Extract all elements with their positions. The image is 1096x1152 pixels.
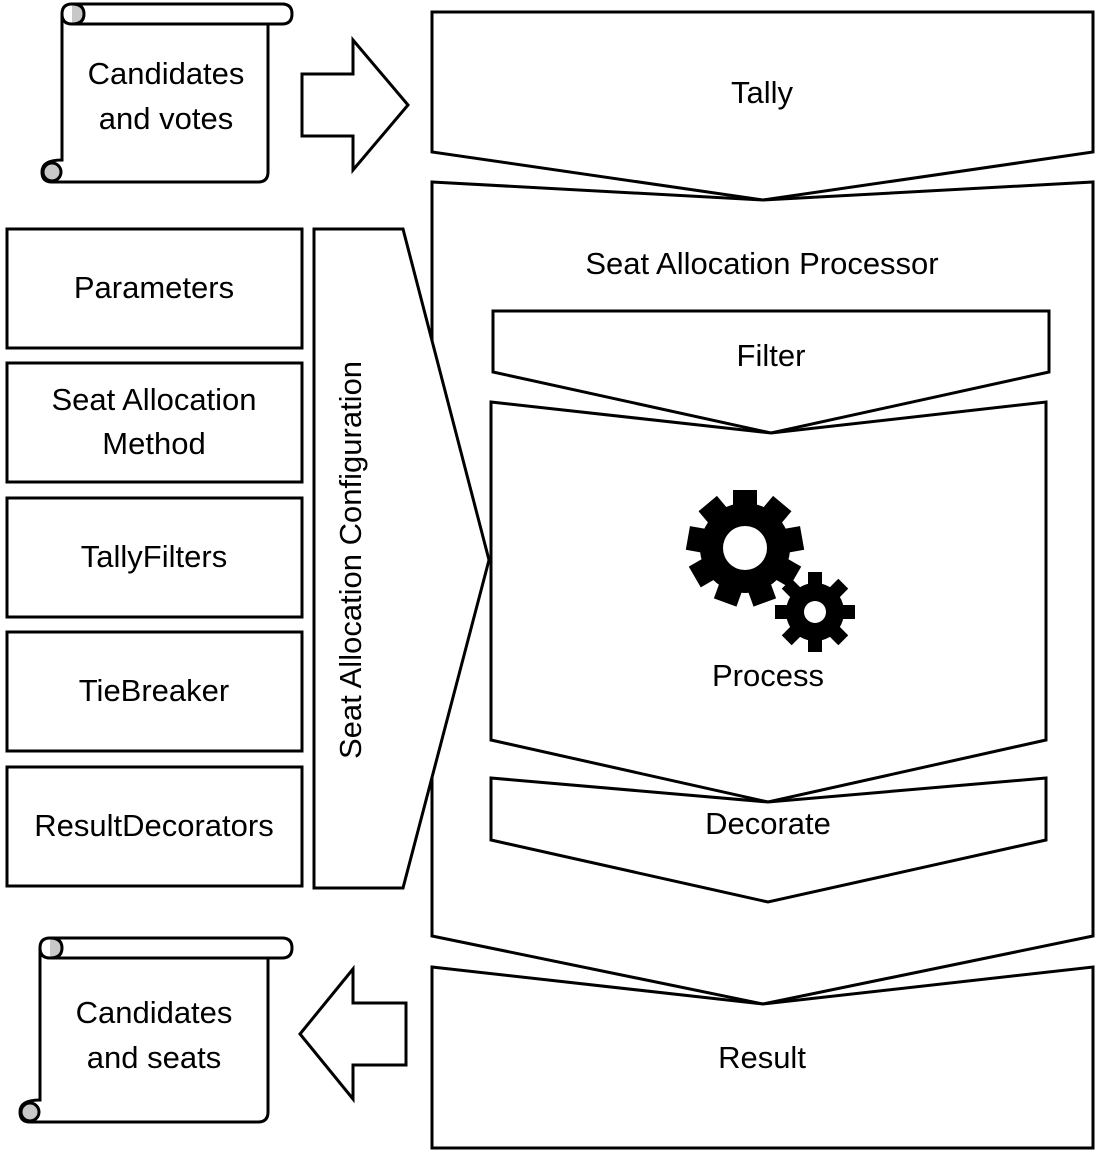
filter-stage: Filter (491, 309, 1051, 435)
tally-stage: Tally (430, 10, 1095, 202)
process-label: Process (712, 658, 824, 693)
config-item-label: TallyFilters (81, 539, 227, 574)
input-document-line1: Candidates (88, 56, 245, 91)
configuration-stage: Seat Allocation Configuration (312, 227, 491, 890)
decorate-label: Decorate (705, 806, 831, 841)
config-item-tallyfilters: TallyFilters (5, 496, 304, 619)
config-item-label: ResultDecorators (34, 808, 273, 843)
decorate-stage: Decorate (489, 776, 1048, 904)
input-document-scroll: Candidates and votes (40, 2, 294, 184)
result-label: Result (718, 1040, 806, 1075)
processor-label: Seat Allocation Processor (585, 246, 938, 281)
process-stage: Process (489, 400, 1048, 804)
config-item-label: Parameters (74, 270, 234, 305)
config-item-seat-allocation-method: Seat Allocation Method (5, 361, 304, 484)
config-item-label-line2: Method (102, 426, 205, 461)
output-arrow-icon (298, 964, 408, 1104)
result-stage: Result (430, 965, 1095, 1150)
filter-label: Filter (737, 338, 806, 373)
config-item-label: Seat Allocation (51, 382, 256, 417)
output-document-scroll: Candidates and seats (18, 936, 294, 1124)
config-item-tiebreaker: TieBreaker (5, 630, 304, 753)
output-document-line2: and seats (87, 1040, 221, 1075)
config-item-label: TieBreaker (79, 673, 229, 708)
output-document-line1: Candidates (76, 995, 233, 1030)
input-document-line2: and votes (99, 101, 233, 136)
tally-label: Tally (731, 75, 794, 110)
config-item-parameters: Parameters (5, 227, 304, 350)
configuration-label: Seat Allocation Configuration (333, 361, 368, 759)
config-item-resultdecorators: ResultDecorators (5, 765, 304, 888)
input-arrow-icon (300, 35, 410, 175)
